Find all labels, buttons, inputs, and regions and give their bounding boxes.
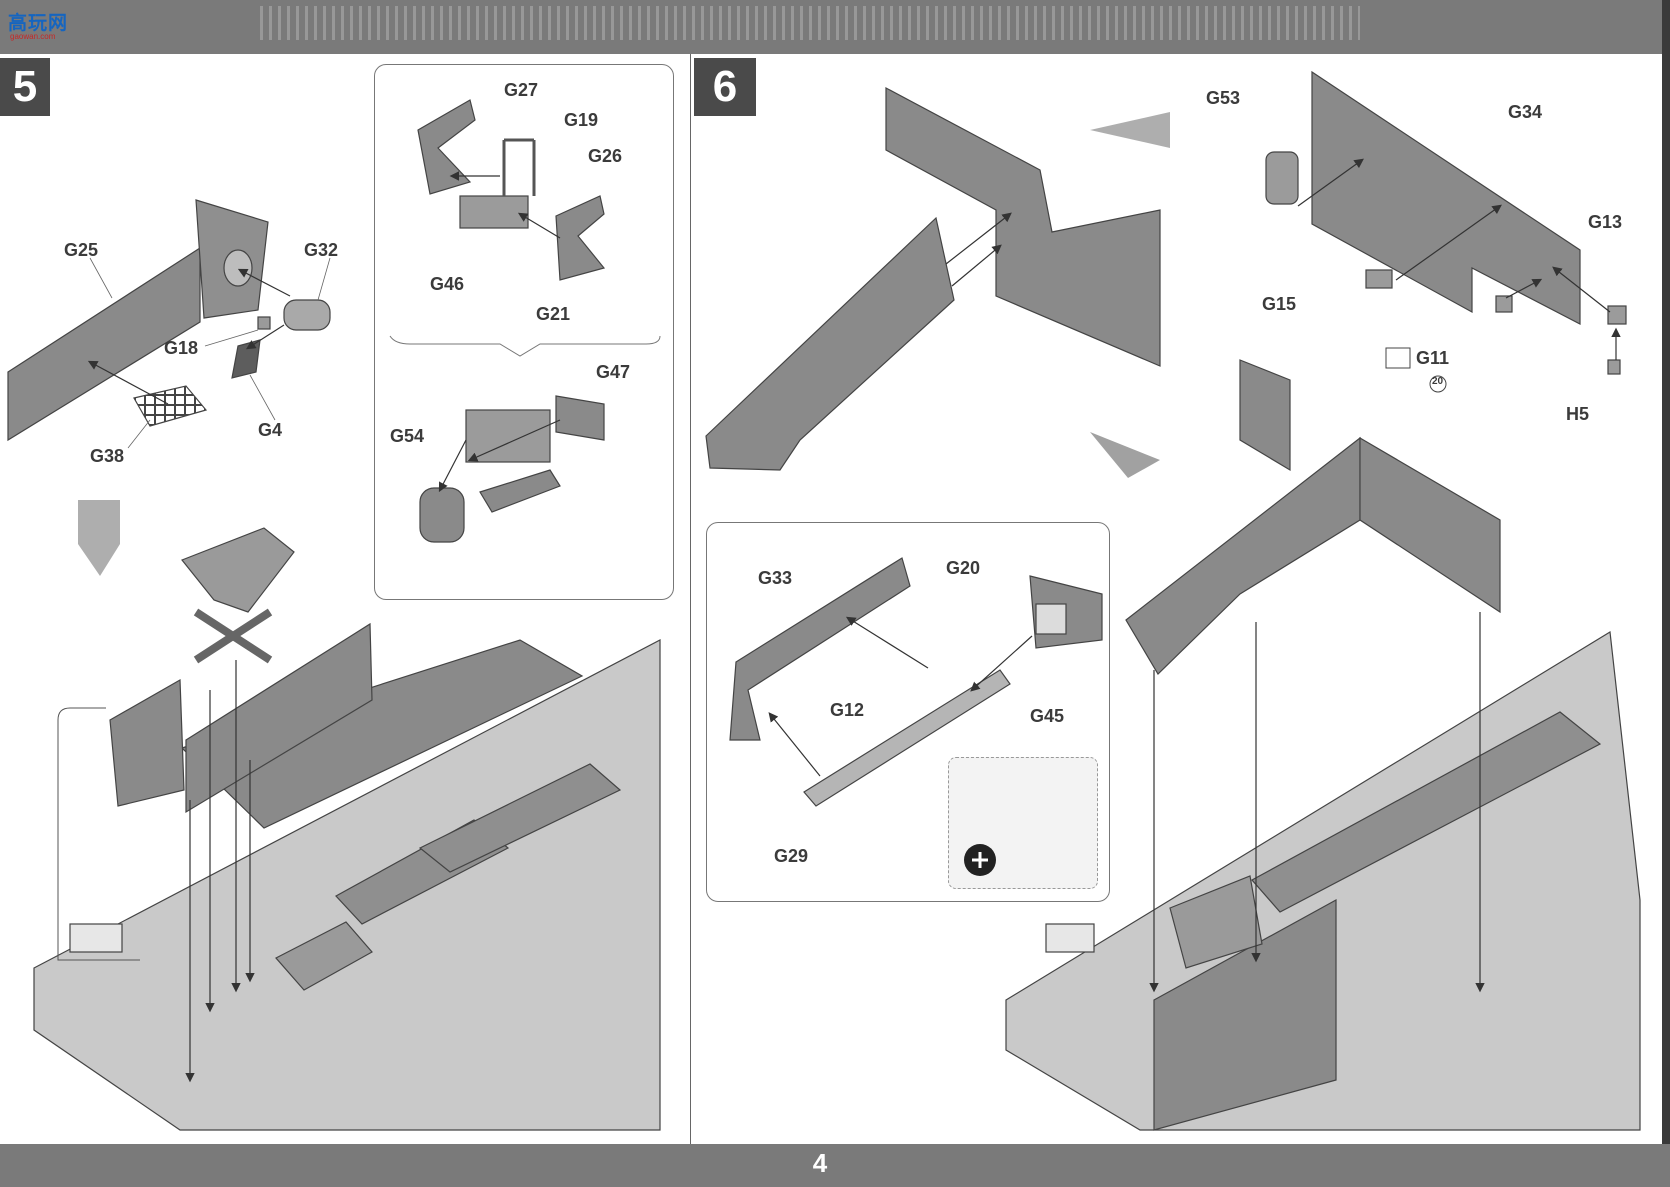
part-label-g26: G26 <box>588 146 623 166</box>
part-label-g33: G33 <box>758 568 793 588</box>
part-label-g20: G20 <box>946 558 981 578</box>
step-6-number: 6 <box>694 58 756 116</box>
part-label-g38: G38 <box>90 446 125 466</box>
footer-band <box>0 1144 1670 1187</box>
step5-callout-arrows <box>438 171 561 493</box>
part-label-g4: G4 <box>258 420 283 440</box>
callout-5-separator <box>389 335 661 357</box>
step6-back-arrow-icon <box>1090 112 1170 148</box>
step5-flow-arrow-icon <box>78 500 120 576</box>
step6-upper-left-parts <box>705 87 1161 471</box>
page-divider <box>690 54 691 1144</box>
site-watermark-logo: 高玩网 gaowan.com <box>8 8 72 42</box>
part-label-g53: G53 <box>1206 88 1241 108</box>
part-label-g54: G54 <box>390 426 425 446</box>
step5-guide-line <box>57 707 140 961</box>
watermark-subtext: gaowan.com <box>10 32 56 41</box>
step5-callout-parts <box>417 99 606 543</box>
step5-upper-arrows <box>87 268 291 405</box>
step6-upper-right-parts <box>1265 70 1627 375</box>
part-label-h5: H5 <box>1566 404 1590 424</box>
decal-number-20: 20 <box>1432 376 1444 387</box>
part-label-g32: G32 <box>304 240 339 260</box>
part-label-g12: G12 <box>830 700 865 720</box>
part-label-g11: G11 <box>1416 348 1450 368</box>
part-label-g21: G21 <box>536 304 571 324</box>
part-label-g45: G45 <box>1030 706 1065 726</box>
step5-lower-arrows <box>185 660 255 1083</box>
step6-callout-parts <box>729 557 1103 807</box>
step6-lower-arrows <box>1149 612 1485 993</box>
part-label-g46: G46 <box>430 274 465 294</box>
part-label-g18: G18 <box>164 338 199 358</box>
step5-lower-assembly <box>33 527 661 1131</box>
watermark-text: 高玩网 <box>8 13 69 34</box>
page-number: 4 <box>812 1148 828 1178</box>
step6-upper-left-arrows <box>945 212 1012 287</box>
g11-decal-icon <box>1385 347 1447 393</box>
step6-lower-assembly <box>1005 359 1641 1131</box>
step5-leader-lines <box>89 257 331 449</box>
step6-upper-right-arrows <box>1297 158 1621 360</box>
step-5-number: 5 <box>0 58 50 116</box>
zoom-magnifier-icon <box>964 844 996 876</box>
step6-callout-arrows <box>768 616 1033 777</box>
step6-forward-arrow-icon <box>1090 432 1160 478</box>
part-label-g19: G19 <box>564 110 599 130</box>
top-header-band <box>0 0 1670 54</box>
part-label-g27: G27 <box>504 80 539 100</box>
part-label-g15: G15 <box>1262 294 1297 314</box>
header-texture <box>260 6 1360 40</box>
part-label-g47: G47 <box>596 362 631 382</box>
page-edge <box>1662 0 1670 1187</box>
part-label-g34: G34 <box>1508 102 1543 122</box>
part-label-g29: G29 <box>774 846 809 866</box>
step5-upper-parts <box>7 199 331 442</box>
part-label-g13: G13 <box>1588 212 1623 232</box>
part-label-g25: G25 <box>64 240 99 260</box>
